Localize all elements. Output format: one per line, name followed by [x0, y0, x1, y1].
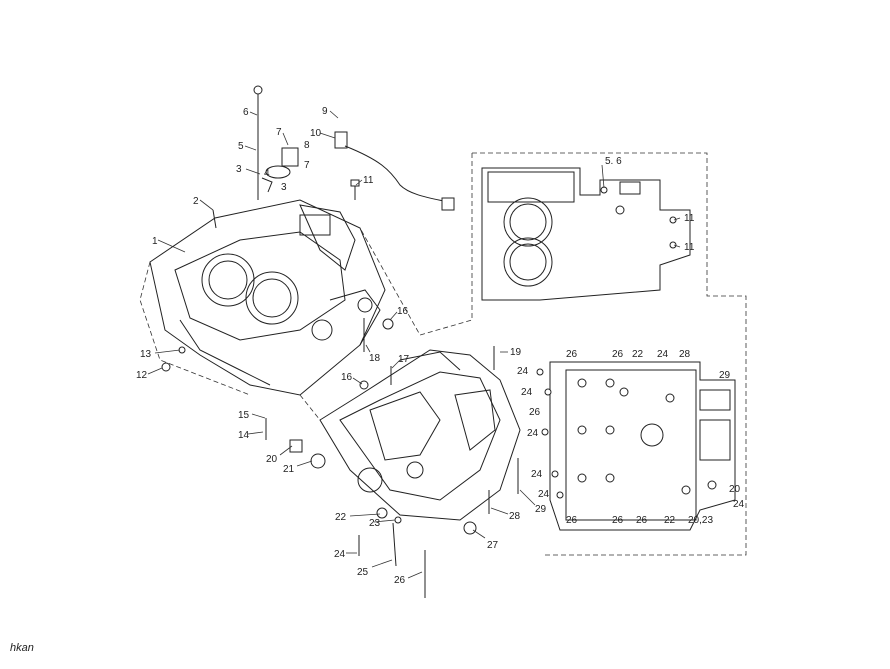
callout-4: 4: [264, 168, 270, 179]
callout-24: 24: [527, 428, 539, 439]
callout-24: 24: [657, 349, 669, 360]
callout-24: 24: [531, 469, 543, 480]
callout-20: 20: [266, 454, 278, 465]
callout-27: 27: [487, 540, 499, 551]
dashed-boundary: [139, 152, 747, 556]
callout-26: 26: [636, 515, 648, 526]
callout-23: 23: [369, 518, 381, 529]
callout-26: 26: [566, 349, 578, 360]
callout-9: 9: [322, 106, 328, 117]
callout-18: 18: [369, 353, 381, 364]
callout-11: 11: [363, 175, 374, 186]
callout-15: 15: [238, 410, 250, 421]
callout-24: 24: [733, 499, 745, 510]
callout-26: 26: [394, 575, 406, 586]
callout-29: 29: [535, 504, 547, 515]
callout-22: 22: [664, 515, 676, 526]
callout-1: 1: [152, 236, 158, 247]
callout-28: 28: [679, 349, 691, 360]
callout-22: 22: [335, 512, 347, 523]
callout-3: 3: [281, 182, 287, 193]
oil-pressure-switch-assembly: [253, 85, 455, 211]
callout-7: 7: [304, 160, 310, 171]
leader-lines: [147, 110, 681, 579]
callout-7: 7: [276, 127, 282, 138]
callout-25: 25: [357, 567, 369, 578]
callout-16: 16: [397, 306, 409, 317]
callout-2: 2: [193, 196, 199, 207]
callout-11: 11: [684, 242, 695, 253]
bottom-view-inset: [536, 361, 736, 531]
callout-8: 8: [304, 140, 310, 151]
callout-12: 12: [136, 370, 148, 381]
callout-5-6: 5. 6: [605, 156, 622, 167]
callout-14: 14: [238, 430, 250, 441]
callouts: 1 2 3 3 4 5 6 7 7 8 9 10 11 11 11 5. 6 1…: [136, 106, 745, 586]
upper-crankcase: [149, 199, 386, 396]
callout-24: 24: [538, 489, 550, 500]
callout-10: 10: [310, 128, 322, 139]
lower-crankcase: [319, 349, 521, 521]
callout-26: 26: [529, 407, 541, 418]
callout-17: 17: [398, 354, 410, 365]
callout-24: 24: [334, 549, 346, 560]
callout-20-23: 20,23: [688, 515, 713, 526]
callout-19: 19: [510, 347, 522, 358]
callout-11: 11: [684, 213, 695, 224]
fasteners: [161, 209, 519, 598]
callout-24: 24: [517, 366, 529, 377]
author-note: hkan: [10, 642, 34, 654]
callout-13: 13: [140, 349, 152, 360]
callout-29: 29: [719, 370, 731, 381]
callout-26: 26: [612, 349, 624, 360]
callout-6: 6: [243, 107, 249, 118]
callout-26: 26: [566, 515, 578, 526]
callout-21: 21: [283, 464, 295, 475]
callout-22: 22: [632, 349, 644, 360]
top-view-inset: [481, 167, 691, 301]
callout-16: 16: [341, 372, 353, 383]
callout-24: 24: [521, 387, 533, 398]
callout-3: 3: [236, 164, 242, 175]
callout-26: 26: [612, 515, 624, 526]
callout-28: 28: [509, 511, 521, 522]
callout-5: 5: [238, 141, 244, 152]
callout-20: 20: [729, 484, 741, 495]
